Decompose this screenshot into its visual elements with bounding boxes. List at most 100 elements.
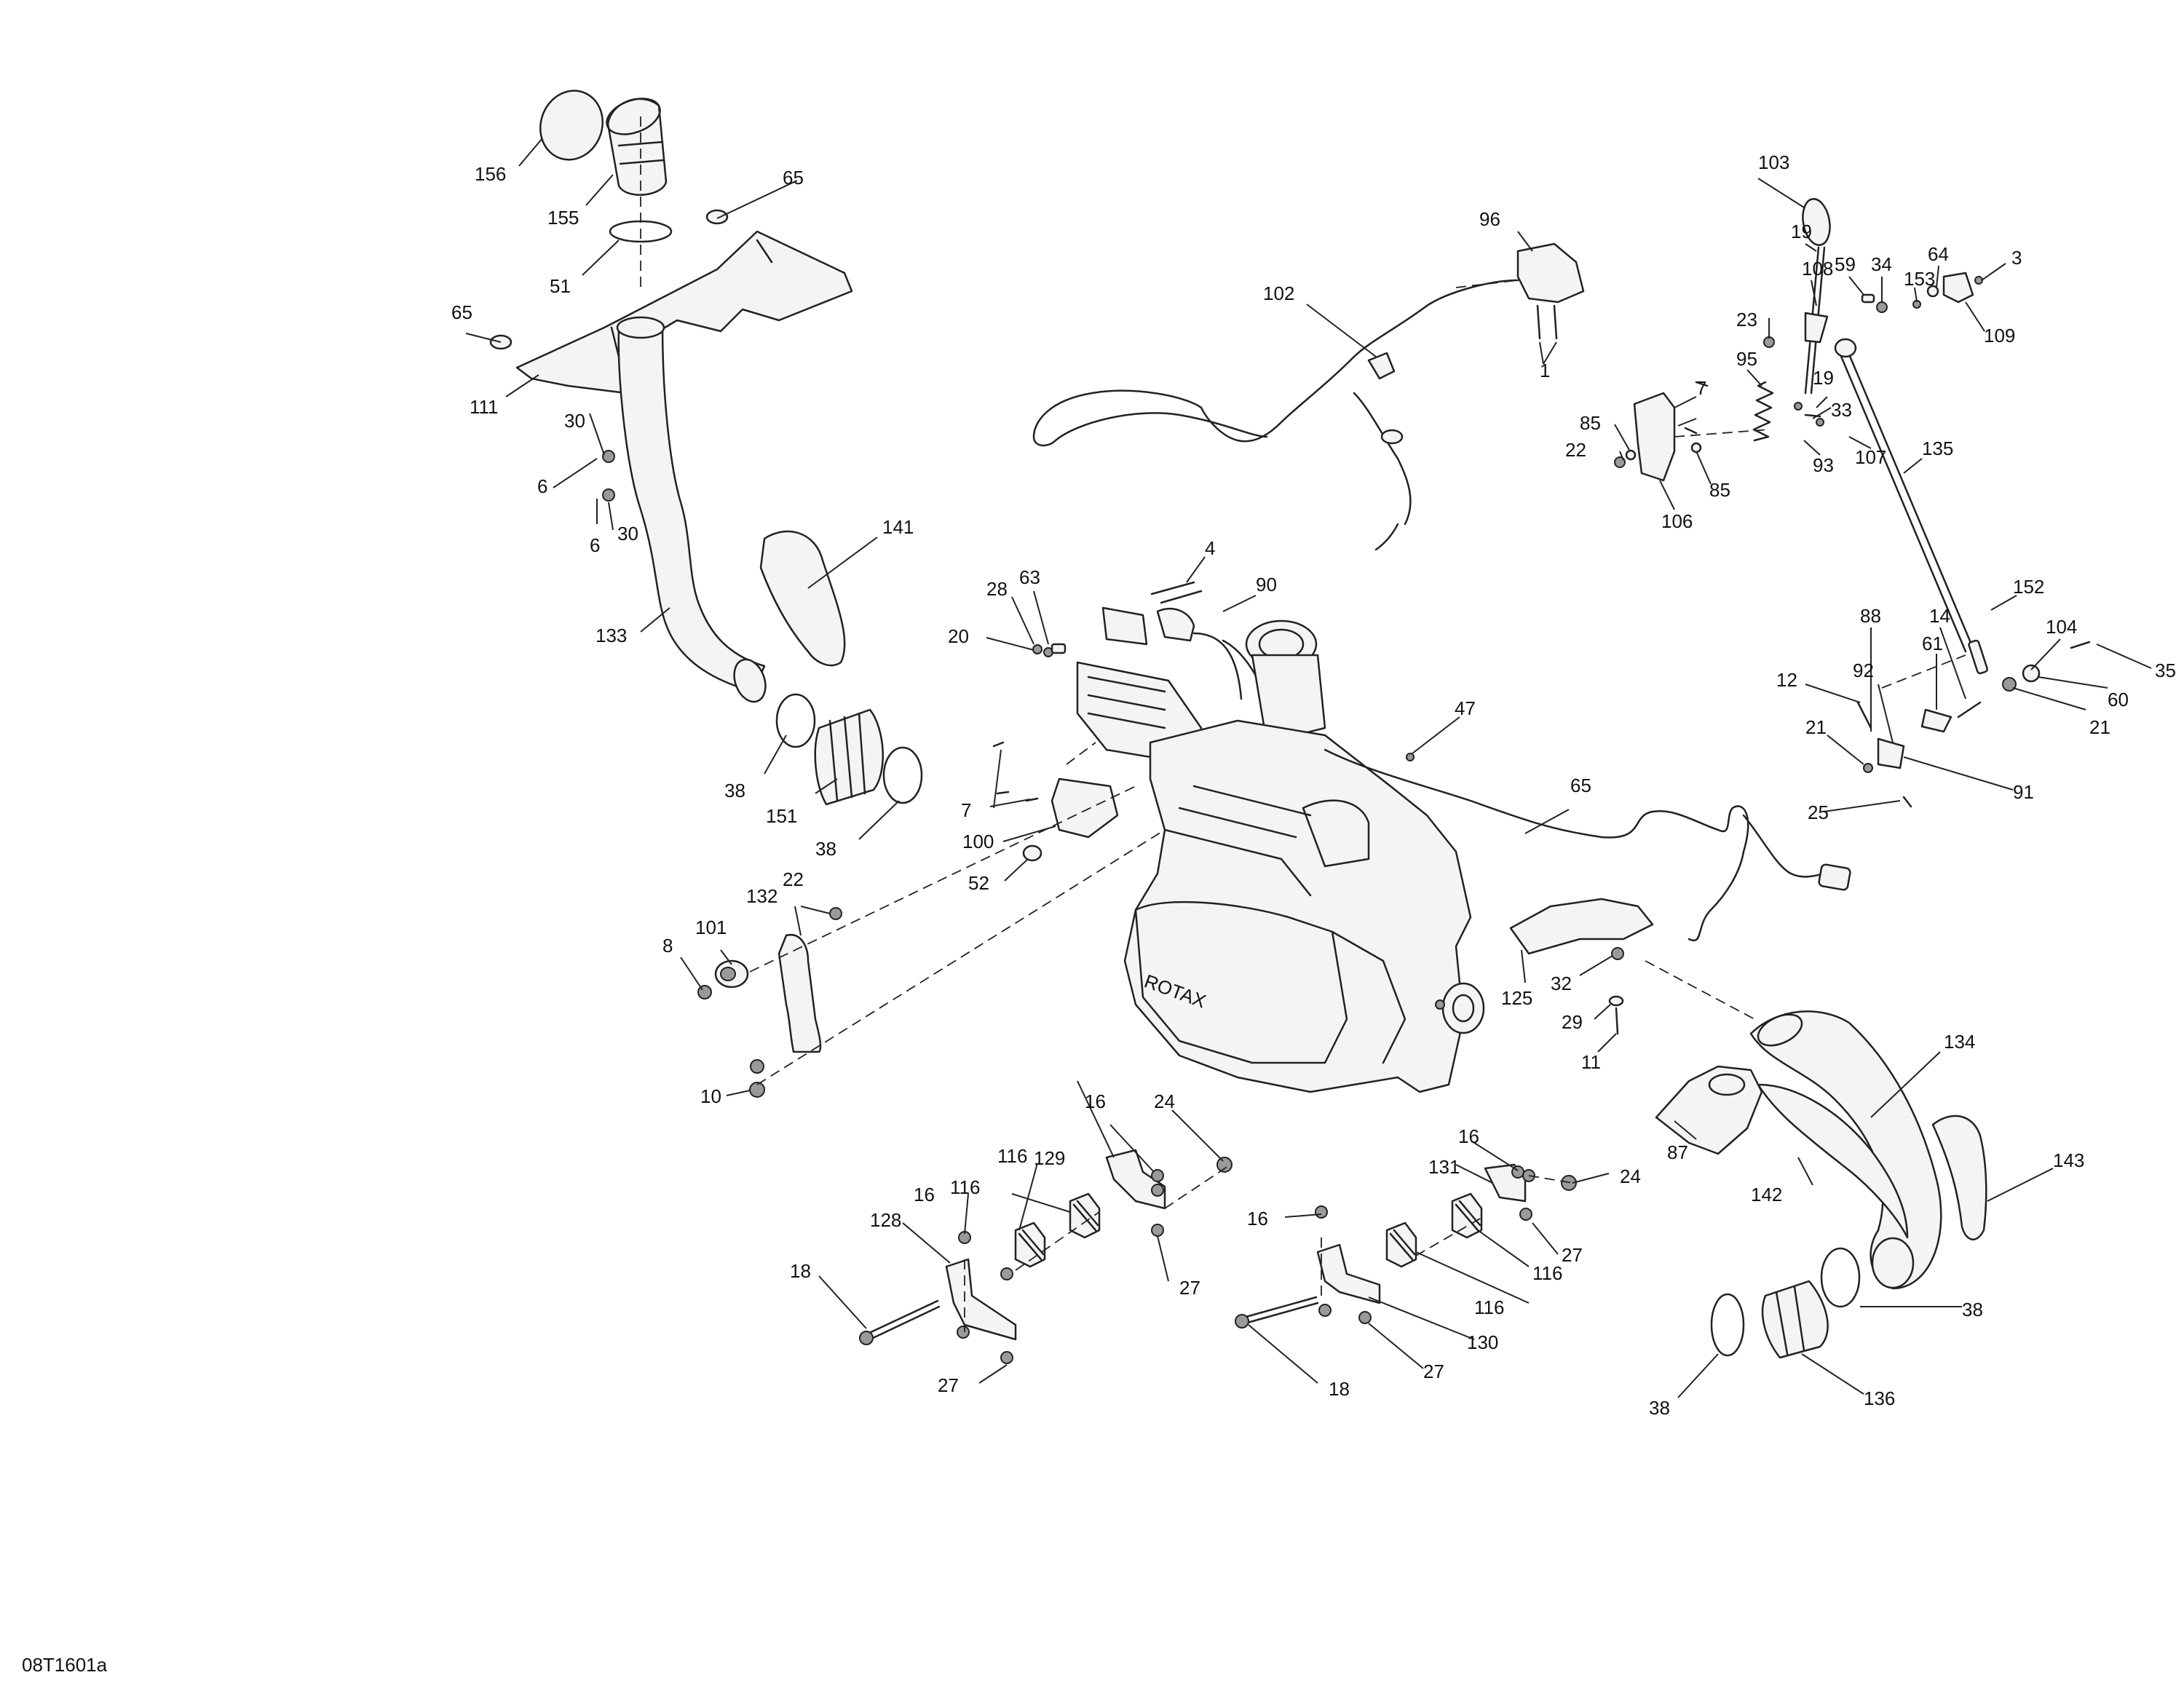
callout-38: 38 <box>724 780 745 801</box>
callout-108: 108 <box>1802 258 1833 280</box>
intake-duct-141 <box>759 530 846 667</box>
callout-156: 156 <box>475 163 506 185</box>
callout-87: 87 <box>1667 1141 1688 1163</box>
callout-20: 20 <box>948 625 969 647</box>
assembly-lines <box>640 116 1966 1332</box>
callout-labels: 156 155 65 51 65 111 30 6 6 30 141 133 3… <box>451 151 2176 1419</box>
callout-64: 64 <box>1928 243 1949 265</box>
callout-65: 65 <box>1570 775 1591 796</box>
callout-38: 38 <box>1649 1397 1670 1419</box>
callout-28: 28 <box>986 578 1008 600</box>
callout-116: 116 <box>950 1176 980 1198</box>
callout-16: 16 <box>914 1184 935 1205</box>
callout-38: 38 <box>815 838 836 860</box>
leader-lines <box>465 138 2152 1398</box>
callout-7: 7 <box>1696 377 1706 399</box>
callout-7: 7 <box>961 799 971 821</box>
clamp-38-left <box>775 693 923 804</box>
cable-102 <box>1032 279 1519 551</box>
callout-128: 128 <box>870 1209 901 1231</box>
callout-3: 3 <box>2011 247 2022 269</box>
intake-tube-133 <box>616 316 767 703</box>
callout-18: 18 <box>790 1260 811 1282</box>
callout-93: 93 <box>1813 454 1834 476</box>
linkage-parts-right <box>1856 639 2091 808</box>
callout-103: 103 <box>1758 151 1789 173</box>
plastic-rivet-65 <box>489 209 729 350</box>
callout-65: 65 <box>451 301 472 323</box>
callout-63: 63 <box>1019 566 1040 588</box>
bolt-18-left <box>859 1299 941 1345</box>
shift-lever-108 <box>1804 246 1829 395</box>
callout-35: 35 <box>2155 660 2176 681</box>
callout-29: 29 <box>1562 1011 1583 1033</box>
callout-32: 32 <box>1551 973 1572 994</box>
callout-1: 1 <box>1540 360 1550 381</box>
callout-130: 130 <box>1467 1331 1498 1353</box>
spring-95 <box>1752 381 1774 442</box>
callout-106: 106 <box>1661 510 1693 532</box>
callout-51: 51 <box>550 275 571 297</box>
callout-24: 24 <box>1620 1165 1641 1187</box>
document-code: 08T1601a <box>22 1654 108 1676</box>
callout-101: 101 <box>695 916 727 938</box>
callout-85: 85 <box>1580 412 1601 434</box>
callout-27: 27 <box>1423 1361 1444 1382</box>
callout-134: 134 <box>1944 1031 1975 1053</box>
callout-136: 136 <box>1864 1387 1895 1409</box>
callout-100: 100 <box>962 831 994 852</box>
callout-151: 151 <box>766 805 797 827</box>
callout-129: 129 <box>1034 1147 1065 1169</box>
cover-100 <box>1051 777 1119 839</box>
callout-21: 21 <box>1805 716 1827 738</box>
callout-25: 25 <box>1808 801 1829 823</box>
callout-141: 141 <box>882 516 914 538</box>
callout-47: 47 <box>1455 697 1476 719</box>
bracket-125 <box>1509 898 1654 955</box>
callout-19: 19 <box>1813 367 1834 389</box>
callout-34: 34 <box>1871 253 1892 275</box>
mount-130 <box>1316 1243 1381 1304</box>
shift-bracket-106 <box>1633 392 1676 482</box>
callout-152: 152 <box>2013 576 2044 598</box>
intake-cover-156 <box>539 90 604 161</box>
callout-104: 104 <box>2046 616 2077 638</box>
callout-107: 107 <box>1855 446 1886 468</box>
upper-linkage-parts <box>1614 272 1983 468</box>
mount-116-left <box>1014 1192 1101 1268</box>
callout-6: 6 <box>590 534 600 556</box>
callout-142: 142 <box>1751 1184 1782 1205</box>
callout-109: 109 <box>1984 325 2015 346</box>
callout-143: 143 <box>2053 1149 2084 1171</box>
fasteners-32-29-11 <box>1608 947 1624 1035</box>
callout-132: 132 <box>746 885 778 907</box>
coupler-136 <box>1761 1280 1829 1359</box>
nuts-bottom <box>957 753 1577 1364</box>
clamp-38-right <box>1710 1247 1861 1357</box>
callout-22: 22 <box>783 868 804 890</box>
callout-102: 102 <box>1263 282 1294 304</box>
fasteners-left <box>602 450 842 1098</box>
callout-16: 16 <box>1085 1090 1106 1112</box>
callout-90: 90 <box>1256 574 1277 595</box>
callout-133: 133 <box>596 625 627 646</box>
callout-59: 59 <box>1835 253 1856 275</box>
callout-19: 19 <box>1791 221 1812 242</box>
callout-23: 23 <box>1736 309 1757 330</box>
callout-96: 96 <box>1479 208 1500 230</box>
callout-153: 153 <box>1904 268 1935 290</box>
switch-96 <box>1516 242 1585 340</box>
callout-27: 27 <box>1179 1277 1200 1299</box>
callout-125: 125 <box>1501 987 1532 1009</box>
throttle-body <box>1245 619 1326 744</box>
callout-16: 16 <box>1458 1125 1479 1147</box>
callout-21: 21 <box>2089 716 2110 738</box>
callout-155: 155 <box>547 207 579 229</box>
callout-91: 91 <box>2013 781 2034 803</box>
cover-143 <box>1931 1114 1987 1240</box>
screws-7 <box>992 741 1039 802</box>
callout-22: 22 <box>1565 439 1586 461</box>
callout-30: 30 <box>564 410 585 432</box>
shift-rod-135 <box>1834 338 1974 653</box>
